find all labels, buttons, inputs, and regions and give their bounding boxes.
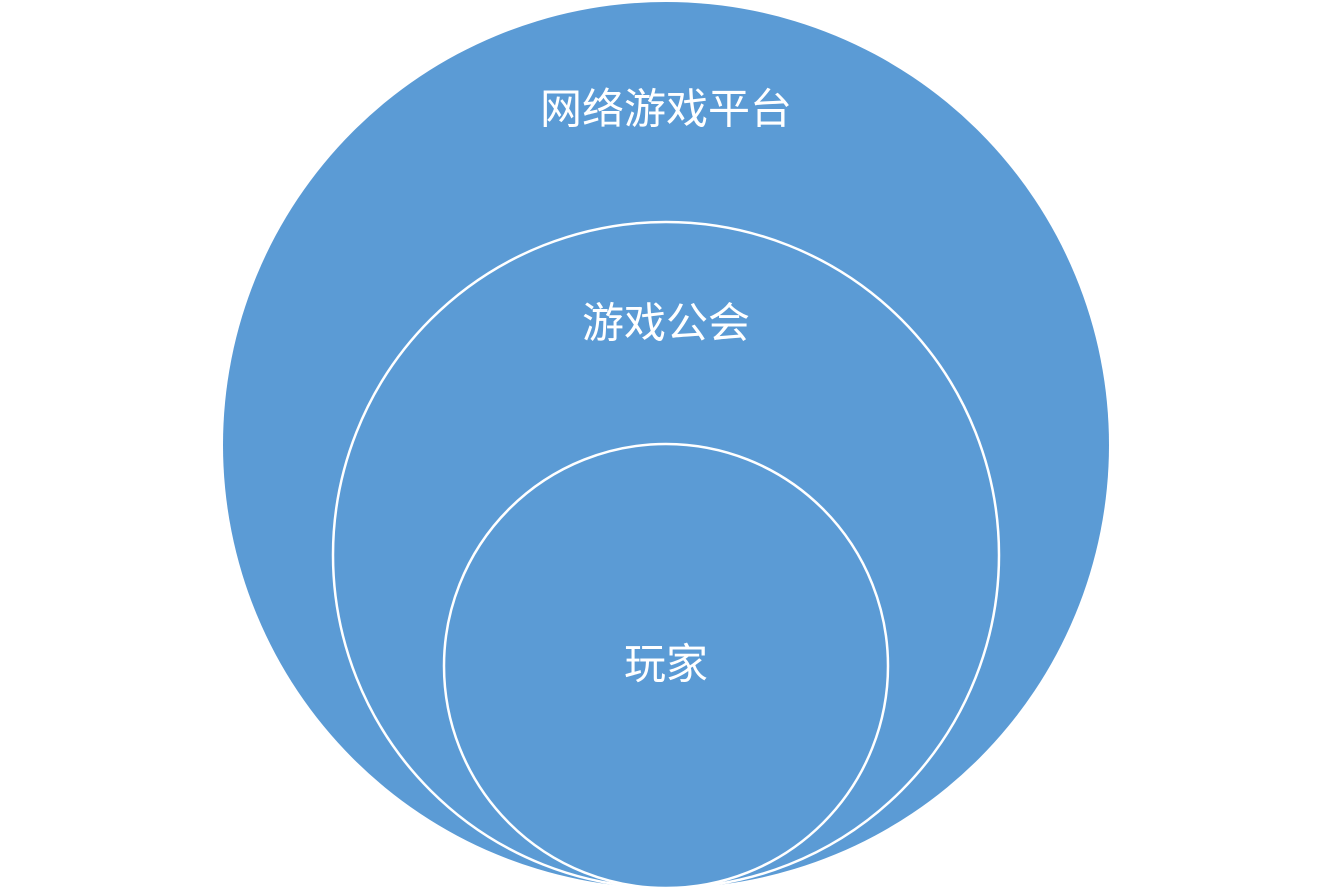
outer-circle-label: 网络游戏平台 <box>540 85 792 134</box>
level-inner <box>442 442 890 890</box>
inner-circle-label: 玩家 <box>624 640 708 689</box>
middle-circle-label: 游戏公会 <box>582 299 750 348</box>
inner-circle <box>442 442 890 890</box>
